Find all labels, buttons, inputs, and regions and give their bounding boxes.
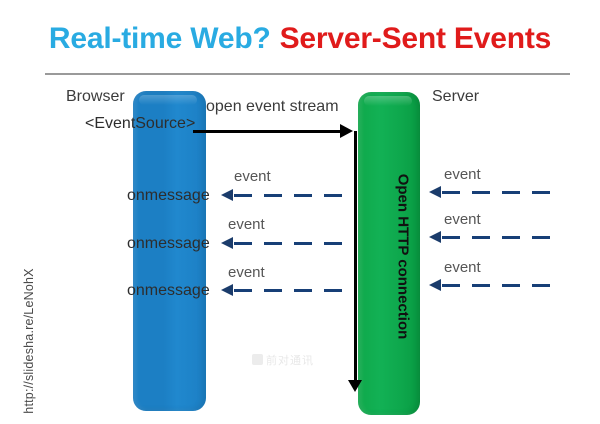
side-url-label: http://slidesha.re/LeNohX	[22, 268, 36, 414]
server-event-arrow-3	[442, 284, 561, 287]
title-divider	[45, 73, 570, 75]
server-timeline-line	[354, 131, 357, 386]
title-part-question: Real-time Web?	[48, 22, 271, 55]
browser-actor-label: Browser	[66, 88, 125, 105]
client-event-arrow-3	[234, 289, 353, 292]
watermark-logo-icon	[252, 354, 263, 365]
client-event-label-3: event	[228, 264, 265, 281]
browser-lifeline-box	[133, 91, 206, 411]
server-event-label-1: event	[444, 166, 481, 183]
server-timeline-arrowhead-icon	[348, 380, 362, 392]
server-event-arrowhead-icon-1	[429, 186, 441, 198]
onmessage-label-1: onmessage	[127, 187, 210, 204]
page-title: Real-time Web?Server-Sent Events	[0, 22, 600, 56]
open-event-stream-label: open event stream	[206, 98, 339, 115]
server-event-arrow-2	[442, 236, 561, 239]
client-event-arrow-1	[234, 194, 353, 197]
event-source-label: <EventSource>	[85, 115, 196, 132]
watermark-text: 前对通讯	[266, 355, 314, 367]
server-event-label-3: event	[444, 259, 481, 276]
client-event-label-2: event	[228, 216, 265, 233]
title-part-answer: Server-Sent Events	[279, 22, 552, 55]
client-event-arrowhead-icon-1	[221, 189, 233, 201]
client-event-arrowhead-icon-3	[221, 284, 233, 296]
open-event-stream-arrowhead-icon	[340, 124, 353, 138]
server-event-label-2: event	[444, 211, 481, 228]
server-event-arrow-1	[442, 191, 561, 194]
open-http-connection-label: Open HTTP connection	[394, 173, 412, 340]
client-event-label-1: event	[234, 168, 271, 185]
server-event-arrowhead-icon-3	[429, 279, 441, 291]
open-event-stream-line	[193, 130, 348, 133]
onmessage-label-2: onmessage	[127, 235, 210, 252]
client-event-arrow-2	[234, 242, 353, 245]
server-event-arrowhead-icon-2	[429, 231, 441, 243]
watermark: 前对通讯	[252, 352, 314, 368]
onmessage-label-3: onmessage	[127, 282, 210, 299]
server-lifeline-box	[358, 92, 420, 415]
server-actor-label: Server	[432, 88, 480, 105]
client-event-arrowhead-icon-2	[221, 237, 233, 249]
